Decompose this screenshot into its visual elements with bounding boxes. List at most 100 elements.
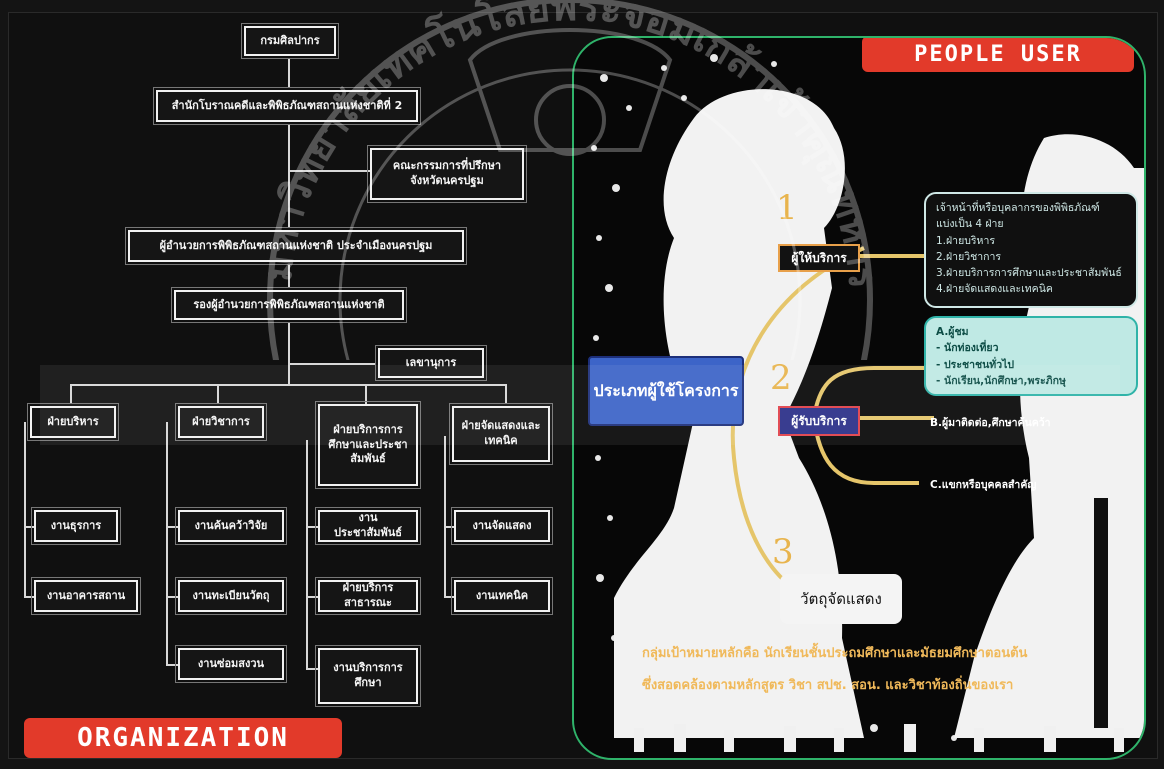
- org-box-label: งานอาคารสถาน: [46, 588, 126, 602]
- receiver-info-line: - นักเรียน,นักศึกษา,พระภิกษุ: [936, 374, 1066, 387]
- org-division-education: ฝ่ายบริการการ ศึกษาและประชา สัมพันธ์: [315, 401, 421, 489]
- org-box-director: ผู้อำนวยการพิพิธภัณฑสถานแห่งชาติ ประจำเม…: [125, 227, 467, 265]
- org-unit: งานจัดแสดง: [451, 507, 553, 545]
- org-box-label: งานจัดแสดง: [472, 518, 532, 532]
- org-box-label: ฝ่ายบริการการ: [333, 422, 403, 436]
- connector-line: [365, 384, 367, 404]
- organization-tag-label: ORGANIZATION: [77, 723, 289, 753]
- receiver-label-text: ผู้รับบริการ: [791, 413, 847, 428]
- connector-line: [288, 170, 370, 172]
- decorative-figures: [634, 724, 1124, 752]
- watermark-band: [40, 365, 1120, 445]
- connector-line: [306, 440, 308, 670]
- org-unit: งานบริการการ ศึกษา: [315, 645, 421, 707]
- org-box-label: จังหวัดนครปฐม: [410, 174, 484, 187]
- org-box-label: กรมศิลปากร: [260, 33, 320, 47]
- org-box-label: ฝ่ายวิชาการ: [192, 414, 250, 428]
- org-unit: ฝ่ายบริการสาธารณะ: [315, 577, 421, 615]
- connector-line: [24, 422, 26, 598]
- org-box-label: ผู้อำนวยการพิพิธภัณฑสถานแห่งชาติ ประจำเม…: [159, 238, 433, 252]
- user-type-center-box: ประเภทผู้ใช้โครงการ: [588, 356, 744, 426]
- connector-line: [306, 596, 318, 598]
- connector-line: [288, 124, 290, 228]
- org-box-label: ศึกษาและประชา: [328, 437, 408, 451]
- center-label: ประเภทผู้ใช้โครงการ: [593, 380, 739, 400]
- receiver-b-text: B.ผู้มาติดต่อ,ศึกษาค้นคว้า: [930, 417, 1051, 429]
- org-box-label: งานค้นคว้าวิจัย: [194, 518, 268, 532]
- org-box-label: รองผู้อำนวยการพิพิธภัณฑสถานแห่งชาติ: [193, 297, 385, 311]
- connector-line: [288, 264, 290, 288]
- number-3: 3: [772, 532, 794, 572]
- org-unit: งานค้นคว้าวิจัย: [175, 507, 287, 545]
- number-1: 1: [776, 188, 798, 228]
- user-diagram-panel: PEOPLE USER ประเภทผู้ใช้โครงการ 1 2 3 ผู…: [572, 36, 1146, 760]
- org-unit: งานธุรการ: [31, 507, 121, 545]
- exhibit-label-text: วัตถุจัดแสดง: [800, 590, 882, 608]
- exhibit-label: วัตถุจัดแสดง: [780, 574, 902, 624]
- org-division-admin: ฝ่ายบริหาร: [27, 403, 119, 441]
- number-2: 2: [770, 358, 792, 398]
- org-box-label: งานเทคนิค: [475, 588, 529, 602]
- connector-line: [444, 526, 456, 528]
- org-box-label: สัมพันธ์: [350, 452, 386, 466]
- connector-line: [444, 436, 446, 598]
- connector-line: [288, 322, 290, 384]
- org-box-label: คณะกรรมการที่ปรึกษา: [392, 159, 502, 173]
- connector-line: [444, 596, 456, 598]
- org-box-label: งานธุรการ: [50, 518, 102, 532]
- connector-line: [70, 384, 72, 404]
- connector-line: [70, 384, 506, 386]
- org-box-deputy: รองผู้อำนวยการพิพิธภัณฑสถานแห่งชาติ: [171, 287, 407, 323]
- org-box-label: ฝ่ายบริการสาธารณะ: [342, 581, 394, 609]
- connector-line: [306, 526, 318, 528]
- provider-info-line: 4.ฝ่ายจัดแสดงและเทคนิค: [936, 283, 1053, 296]
- org-unit: งานอาคารสถาน: [31, 577, 141, 615]
- receiver-label: ผู้รับบริการ: [778, 406, 860, 436]
- org-box-label: งานทะเบียนวัตถุ: [192, 588, 270, 602]
- org-box-label: เลขานุการ: [405, 355, 457, 369]
- org-box-label: งานบริการการ: [333, 661, 403, 675]
- connector-line: [166, 526, 180, 528]
- connector-line: [217, 384, 219, 404]
- provider-info-box: เจ้าหน้าที่หรือบุคลากรของพิพิธภัณฑ์ แบ่ง…: [924, 192, 1138, 308]
- decorative-dots: [591, 54, 1097, 741]
- org-unit: งานเทคนิค: [451, 577, 553, 615]
- connector-line: [288, 58, 290, 88]
- org-box-office: สำนักโบราณคดีและพิพิธภัณฑสถานแห่งชาติที่…: [153, 87, 421, 125]
- provider-info-line: แบ่งเป็น 4 ฝ่าย: [936, 218, 1004, 231]
- target-caption-line-2: ซึ่งสอดคล้องตามหลักสูตร วิชา สปช. สอน. แ…: [642, 678, 1014, 693]
- connector-line: [166, 422, 168, 666]
- org-box-secretary: เลขานุการ: [375, 345, 487, 381]
- org-box-label: งานประชาสัมพันธ์: [334, 511, 402, 539]
- organization-tag: ORGANIZATION: [24, 718, 342, 758]
- org-box-root: กรมศิลปากร: [241, 23, 339, 59]
- org-box-label: ฝ่ายบริหาร: [47, 414, 99, 428]
- provider-info-line: เจ้าหน้าที่หรือบุคลากรของพิพิธภัณฑ์: [936, 202, 1100, 214]
- provider-label: ผู้ให้บริการ: [778, 244, 860, 272]
- receiver-info-box: A.ผู้ชม - นักท่องเที่ยว - ประชาชนทั่วไป …: [924, 316, 1138, 396]
- org-box-advisory: คณะกรรมการที่ปรึกษา จังหวัดนครปฐม: [367, 145, 527, 203]
- org-unit: งานประชาสัมพันธ์: [315, 507, 421, 545]
- target-caption-line-1: กลุ่มเป้าหมายหลักคือ นักเรียนชั้นประถมศึ…: [642, 646, 1028, 661]
- provider-label-text: ผู้ให้บริการ: [791, 250, 847, 265]
- connector-line: [166, 596, 180, 598]
- org-box-label: ฝ่ายจัดแสดงและ: [461, 419, 541, 433]
- connector-line: [24, 596, 36, 598]
- org-box-label: เทคนิค: [484, 434, 518, 447]
- connector-line: [24, 526, 36, 528]
- org-box-label: งานซ่อมสงวน: [197, 656, 265, 670]
- connector-line: [166, 664, 180, 666]
- connector-line: [288, 363, 376, 365]
- org-unit: งานทะเบียนวัตถุ: [175, 577, 287, 615]
- org-box-label: สำนักโบราณคดีและพิพิธภัณฑสถานแห่งชาติที่…: [171, 98, 403, 112]
- receiver-info-line: - ประชาชนทั่วไป: [936, 358, 1015, 371]
- org-division-exhibition: ฝ่ายจัดแสดงและ เทคนิค: [449, 403, 553, 465]
- connector-line: [505, 384, 507, 404]
- org-unit: งานซ่อมสงวน: [175, 645, 287, 683]
- provider-info-line: 2.ฝ่ายวิชาการ: [936, 250, 1002, 263]
- provider-info-line: 3.ฝ่ายบริการการศึกษาและประชาสัมพันธ์: [936, 267, 1122, 280]
- receiver-info-line: A.ผู้ชม: [936, 326, 969, 338]
- provider-info-line: 1.ฝ่ายบริหาร: [936, 234, 995, 247]
- people-user-tag-label: PEOPLE USER: [914, 41, 1082, 67]
